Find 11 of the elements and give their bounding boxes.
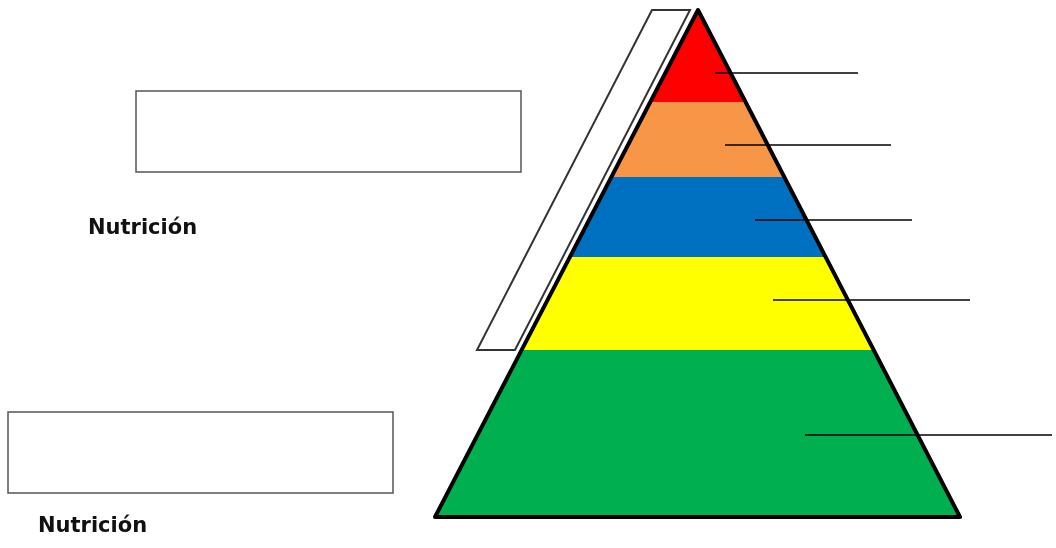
label-text: Nutrición [88,215,198,239]
answer-box [7,411,394,494]
label-text: Nutrición [38,513,148,537]
leader-line [804,434,1053,436]
answer-box [135,90,522,173]
leader-line [724,144,892,146]
leader-line [754,219,913,221]
leader-line [714,72,859,74]
pyramid-band [611,102,785,177]
pyramid-band [569,177,826,257]
leader-line [772,299,971,301]
